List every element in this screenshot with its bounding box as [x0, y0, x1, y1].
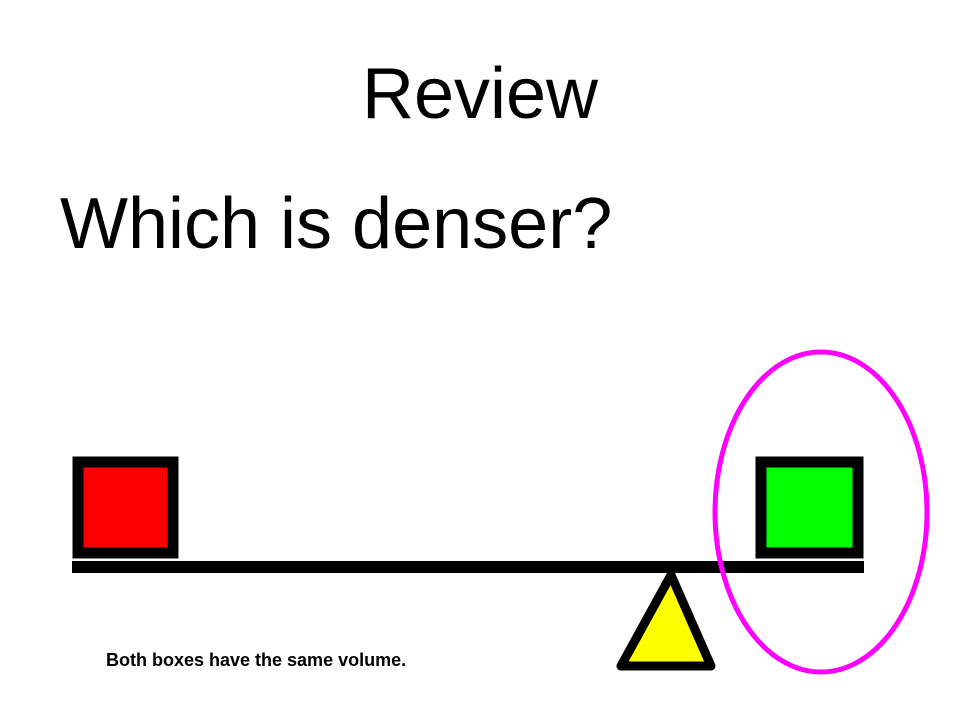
answer-highlight-circle: [712, 349, 930, 675]
question-text: Which is denser?: [60, 184, 613, 264]
red-box: [72, 456, 179, 559]
balance-beam: [72, 561, 864, 573]
volume-caption: Both boxes have the same volume.: [106, 650, 407, 670]
slide-title: Review: [361, 54, 599, 134]
green-box: [755, 456, 864, 559]
fulcrum-triangle: [616, 570, 716, 671]
